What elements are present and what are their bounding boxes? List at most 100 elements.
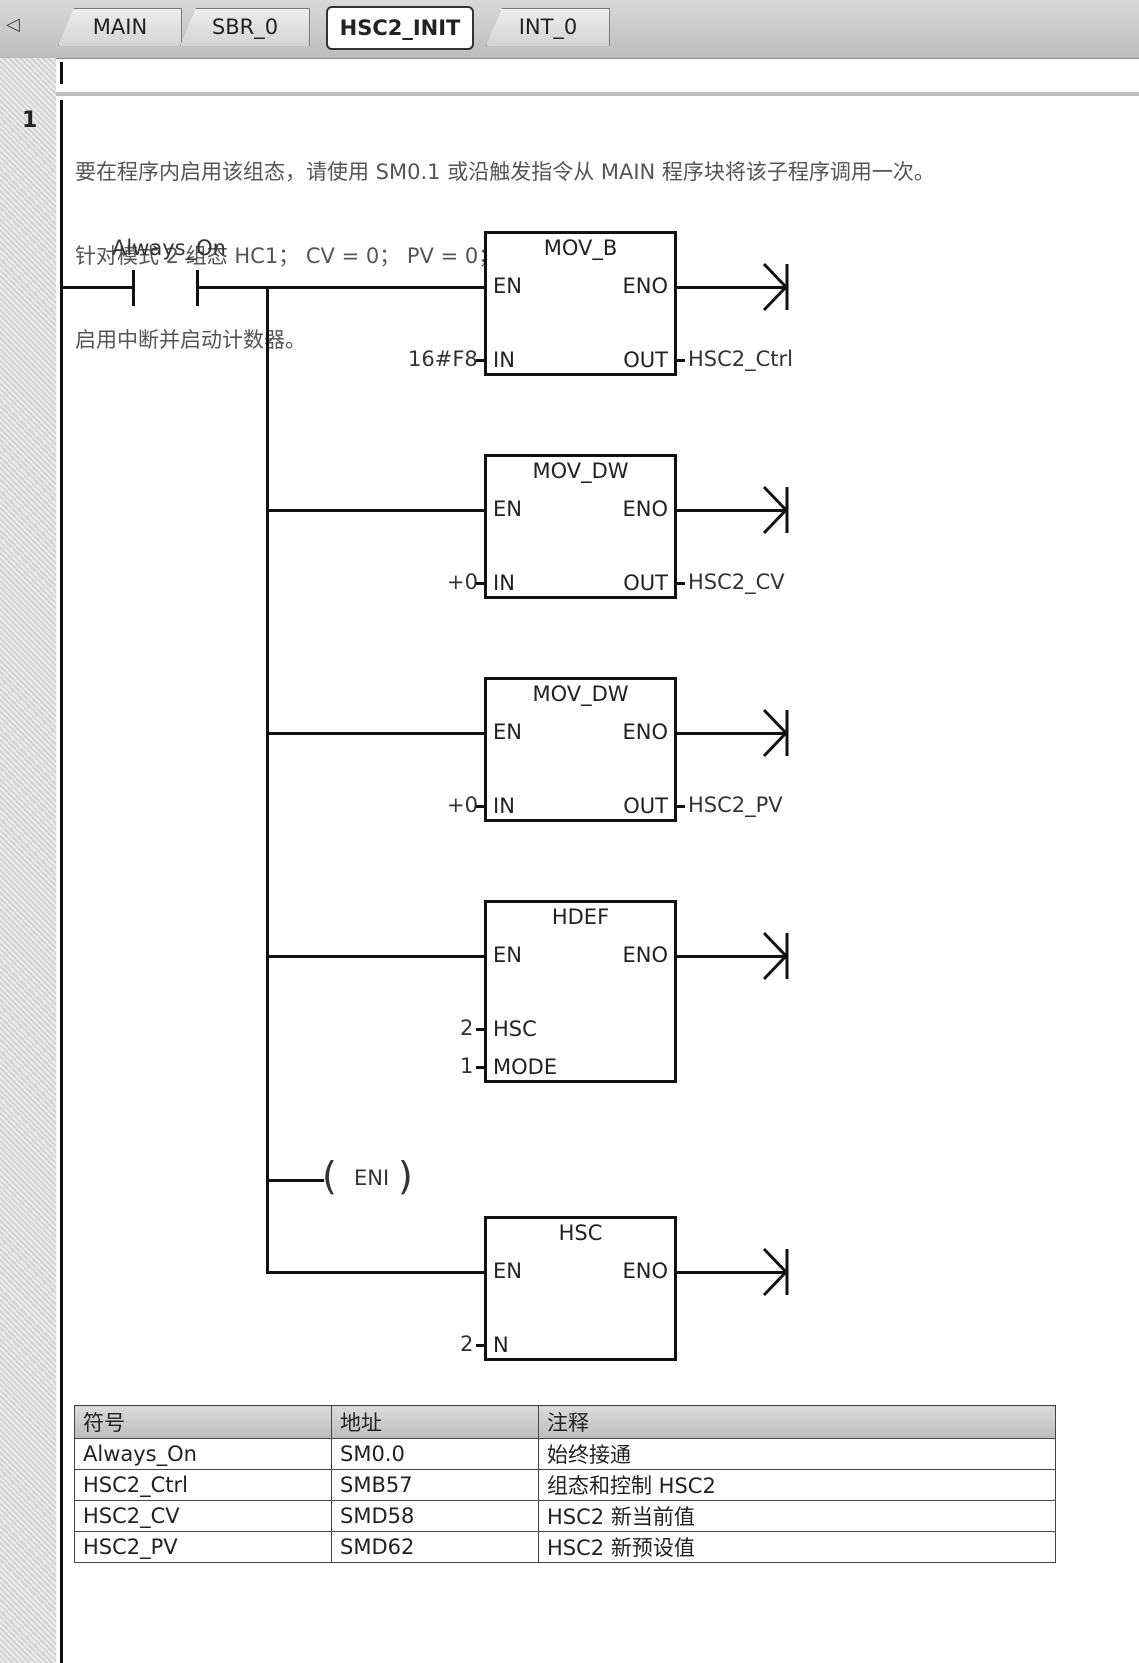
n-pin: N — [493, 1333, 509, 1357]
wire — [266, 509, 486, 512]
pin-stub — [675, 805, 685, 808]
tab-sbr-0[interactable]: SBR_0 — [180, 8, 310, 46]
mov-dw-box-pv[interactable]: MOV_DW EN ENO IN OUT — [484, 677, 677, 822]
eno-pin: ENO — [622, 1259, 668, 1283]
pin-stub — [476, 1066, 486, 1069]
symbol-table: 符号 地址 注释 Always_On SM0.0 始终接通 HSC2_Ctrl … — [74, 1405, 1056, 1563]
left-gutter — [0, 58, 56, 1663]
pin-stub — [476, 359, 486, 362]
en-pin: EN — [493, 274, 522, 298]
column-header-symbol[interactable]: 符号 — [74, 1405, 332, 1439]
pin-stub — [476, 805, 486, 808]
comment-cell: 组态和控制 HSC2 — [538, 1469, 1056, 1501]
mov-dw-box-cv[interactable]: MOV_DW EN ENO IN OUT — [484, 454, 677, 599]
address-cell: SMB57 — [331, 1469, 539, 1501]
power-rail — [60, 100, 63, 1663]
hsc-pin: HSC — [493, 1017, 537, 1041]
wire — [266, 955, 486, 958]
contact-left-plate[interactable] — [132, 270, 135, 306]
wire — [198, 286, 486, 289]
table-row[interactable]: HSC2_Ctrl SMB57 组态和控制 HSC2 — [74, 1469, 1056, 1501]
pin-stub — [675, 359, 685, 362]
table-row[interactable]: Always_On SM0.0 始终接通 — [74, 1438, 1056, 1470]
pin-stub — [476, 1028, 486, 1031]
text-cursor — [60, 62, 63, 84]
symbol-cell: Always_On — [74, 1438, 332, 1470]
out-pin: OUT — [623, 571, 668, 595]
in-operand[interactable]: 16#F8 — [408, 347, 478, 371]
eno-wire — [675, 1271, 785, 1274]
contact-label: Always_On — [112, 236, 226, 260]
eno-wire — [675, 732, 785, 735]
coil-left-paren: ( — [322, 1154, 337, 1198]
eno-arrow-icon — [762, 1247, 789, 1297]
eno-pin: ENO — [622, 274, 668, 298]
pin-stub — [675, 582, 685, 585]
address-cell: SMD62 — [331, 1531, 539, 1563]
eno-pin: ENO — [622, 720, 668, 744]
comment-cell: HSC2 新当前值 — [538, 1500, 1056, 1532]
scroll-left-icon[interactable]: ◁ — [6, 14, 20, 35]
box-title: HDEF — [551, 905, 610, 929]
tab-int-0[interactable]: INT_0 — [486, 8, 610, 46]
in-pin: IN — [493, 794, 515, 818]
table-row[interactable]: HSC2_PV SMD62 HSC2 新预设值 — [74, 1531, 1056, 1563]
column-header-address[interactable]: 地址 — [331, 1405, 539, 1439]
address-cell: SMD58 — [331, 1500, 539, 1532]
tab-hsc2-init[interactable]: HSC2_INIT — [326, 6, 474, 50]
en-pin: EN — [493, 720, 522, 744]
eni-coil-label[interactable]: ENI — [354, 1166, 390, 1190]
hdef-box[interactable]: HDEF EN ENO HSC MODE — [484, 900, 677, 1083]
out-operand[interactable]: HSC2_CV — [688, 570, 785, 594]
out-pin: OUT — [623, 794, 668, 818]
coil-right-paren: ) — [398, 1154, 413, 1198]
n-operand[interactable]: 2 — [460, 1332, 474, 1356]
contact-right-plate[interactable] — [196, 270, 199, 306]
en-pin: EN — [493, 1259, 522, 1283]
eno-arrow-icon — [762, 708, 789, 758]
en-pin: EN — [493, 497, 522, 521]
hsc-box[interactable]: HSC EN ENO N — [484, 1216, 677, 1361]
symbol-cell: HSC2_PV — [74, 1531, 332, 1563]
eno-arrow-icon — [762, 262, 789, 312]
out-pin: OUT — [623, 348, 668, 372]
column-header-comment[interactable]: 注释 — [538, 1405, 1056, 1439]
wire — [266, 1271, 486, 1274]
branch-bus — [266, 286, 269, 1274]
pin-stub — [476, 582, 486, 585]
table-row[interactable]: HSC2_CV SMD58 HSC2 新当前值 — [74, 1500, 1056, 1532]
mov-b-box[interactable]: MOV_B EN ENO IN OUT — [484, 231, 677, 376]
box-title: MOV_B — [543, 236, 618, 260]
wire — [266, 1179, 324, 1182]
tab-main[interactable]: MAIN — [58, 8, 182, 46]
in-operand[interactable]: +0 — [447, 793, 478, 817]
wire — [62, 286, 132, 289]
mode-pin: MODE — [493, 1055, 558, 1079]
eno-wire — [675, 955, 785, 958]
eno-pin: ENO — [622, 497, 668, 521]
comment-cell: 始终接通 — [538, 1438, 1056, 1470]
in-operand[interactable]: +0 — [447, 570, 478, 594]
box-title: MOV_DW — [532, 682, 629, 706]
out-operand[interactable]: HSC2_Ctrl — [688, 347, 794, 371]
comment-line: 针对模式 2 组态 HC1； CV = 0； PV = 0； 加计数； — [75, 244, 590, 268]
symbol-cell: HSC2_Ctrl — [74, 1469, 332, 1501]
eno-arrow-icon — [762, 485, 789, 535]
out-operand[interactable]: HSC2_PV — [688, 793, 783, 817]
eno-wire — [675, 509, 785, 512]
mode-operand[interactable]: 1 — [460, 1054, 474, 1078]
box-title: HSC — [558, 1221, 603, 1245]
pin-stub — [476, 1344, 486, 1347]
network-separator — [56, 92, 1139, 96]
hsc-operand[interactable]: 2 — [460, 1016, 474, 1040]
comment-line: 要在程序内启用该组态，请使用 SM0.1 或沿触发指令从 MAIN 程序块将该子… — [75, 160, 935, 184]
eno-wire — [675, 286, 785, 289]
box-title: MOV_DW — [532, 459, 629, 483]
network-number: 1 — [22, 108, 38, 133]
in-pin: IN — [493, 348, 515, 372]
symbol-cell: HSC2_CV — [74, 1500, 332, 1532]
tab-bar: ◁ MAIN SBR_0 HSC2_INIT INT_0 — [0, 0, 1139, 59]
address-cell: SM0.0 — [331, 1438, 539, 1470]
en-pin: EN — [493, 943, 522, 967]
eno-pin: ENO — [622, 943, 668, 967]
